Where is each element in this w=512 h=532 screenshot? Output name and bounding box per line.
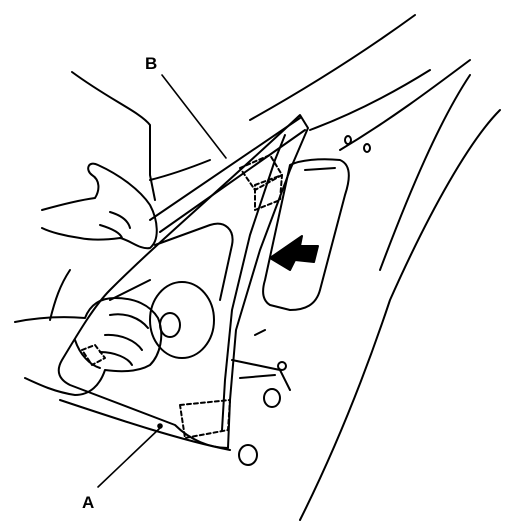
callout-b: B	[145, 54, 157, 73]
door-frame	[49, 14, 501, 521]
direction-arrow	[269, 235, 319, 271]
callout-leaders	[97, 74, 227, 488]
leader-a	[97, 427, 161, 488]
trim-strip	[149, 117, 306, 233]
lower-hand	[14, 297, 163, 396]
bolt-holes	[344, 135, 371, 153]
upper-hand	[41, 162, 158, 250]
clip-outlines	[81, 154, 283, 439]
window-glass	[262, 158, 350, 311]
lower-mechanism	[231, 329, 291, 466]
leader-b	[161, 74, 227, 159]
callout-a: A	[82, 493, 94, 512]
